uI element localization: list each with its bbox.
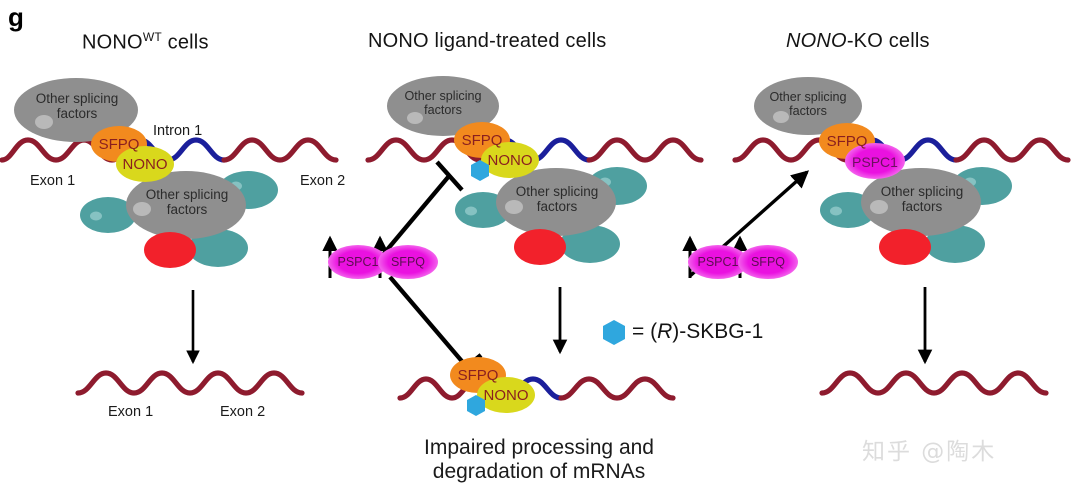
ko-lower-splicing-complex	[820, 167, 1012, 265]
ligand-inhibition-upper	[379, 160, 464, 259]
panel-title-wt: NONOWT cells	[82, 30, 209, 55]
legend-stereo: R	[657, 320, 673, 343]
site-watermark: 知乎 @陶木	[862, 439, 997, 465]
panel-title-wt-main: NONO	[82, 31, 143, 54]
legend-prefix: (	[650, 320, 658, 343]
figure-panel-letter: g	[8, 2, 24, 32]
wt-nono-blob	[116, 146, 174, 182]
panel-title-ko-tail: -KO cells	[846, 30, 930, 52]
ko-sfpq-oval	[738, 245, 798, 279]
ligand-pspc1-oval	[328, 245, 388, 279]
panel-title-ko: NONO-KO cells	[786, 30, 930, 53]
legend-equals: =	[632, 320, 645, 343]
ko-mature-mrna	[819, 370, 1049, 396]
legend-hexagon-icon	[603, 320, 625, 345]
wt-exon2-strand	[221, 137, 339, 163]
wt-lower-splicing-complex	[80, 171, 278, 268]
ko-upper-splicing-complex	[754, 77, 862, 135]
ligand-product-transcript	[397, 376, 676, 401]
wt-product-exon2-label: Exon 2	[220, 404, 266, 420]
ligand-exon2-strand	[586, 137, 704, 163]
panel-title-ko-gene: NONO	[786, 30, 847, 52]
panel-title-ligand: NONO ligand-treated cells	[368, 30, 607, 52]
ligand-skbg1-hexagon-bottom	[467, 395, 485, 416]
wt-mature-mrna	[75, 370, 305, 396]
ligand-caption-line2: degradation of mRNAs	[432, 460, 646, 483]
ligand-caption: Impaired processing and degradation of m…	[396, 436, 682, 484]
ligand-caption-line1: Impaired processing and	[424, 436, 654, 459]
wt-exon1-label: Exon 1	[30, 173, 76, 189]
wt-upper-splicing-complex	[14, 78, 138, 142]
ligand-skbg1-hexagon-top	[471, 160, 489, 181]
wt-exon2-label: Exon 2	[300, 173, 346, 189]
panel-title-wt-sup: WT	[142, 30, 162, 44]
ligand-product-nono-blob	[477, 377, 535, 413]
legend-label: = (R)-SKBG-1	[632, 320, 763, 344]
ligand-upper-splicing-complex	[387, 76, 499, 136]
ligand-sfpq-oval	[378, 245, 438, 279]
wt-intron1-label: Intron 1	[153, 123, 203, 139]
ko-exon2-strand	[953, 137, 1071, 163]
ko-pspc1-blob	[845, 143, 905, 179]
panel-title-wt-tail: cells	[161, 31, 209, 54]
legend-suffix: )-SKBG-1	[672, 320, 764, 343]
ligand-nono-blob	[481, 142, 539, 178]
ligand-lower-splicing-complex	[455, 167, 647, 265]
ko-pspc1-oval	[688, 245, 748, 279]
wt-product-exon1-label: Exon 1	[108, 404, 154, 420]
